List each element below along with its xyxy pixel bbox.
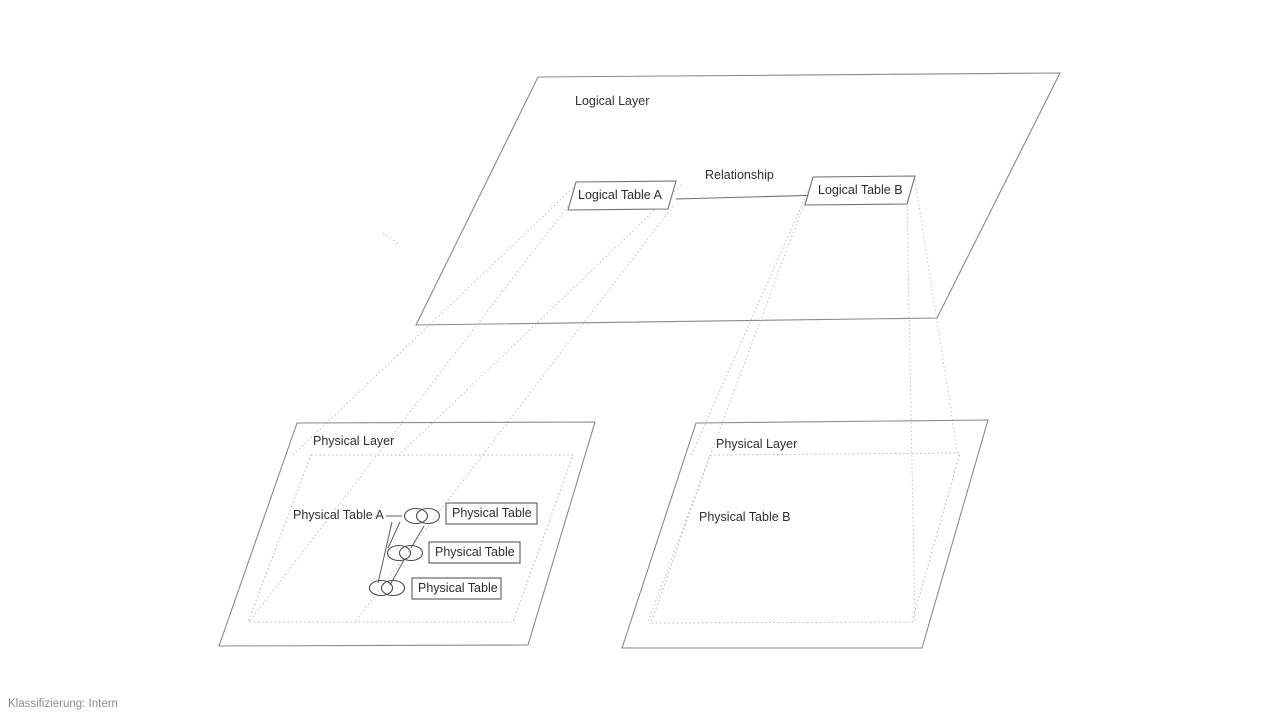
logical-layer-parallelogram [415,72,1061,326]
join-venn-icon-3[interactable] [368,579,406,597]
join-link-2 [387,521,401,549]
projection-lines-table-a [248,184,682,623]
join-venn-icon-3-left-circle [368,579,394,597]
logical-table-b-shape[interactable] [804,175,916,206]
projection-line-b-right-front [906,200,916,623]
logical-table-b-label: Logical Table B [818,183,903,197]
logical-table-a-label: Logical Table A [578,188,662,202]
projection-tick-a-stub [382,232,401,246]
projection-line-a-right-back [397,184,682,457]
join-venn-icon-1-right-circle [415,507,441,525]
logical-layer-plane [415,72,1061,326]
join-venn-icon-2-left-circle [386,544,412,562]
projection-lines-table-b [647,179,959,623]
join-link-1 [377,521,393,584]
join-venn-icon-2[interactable] [386,544,424,562]
join-venn-icon-3-right-circle [380,579,406,597]
physical-table-b-label: Physical Table B [699,510,791,524]
logical-table-a-node[interactable] [567,180,677,211]
physical-table-box-2[interactable] [428,541,521,564]
physical-table-a-label: Physical Table A [293,508,384,522]
physical-table-box-1[interactable] [445,502,538,525]
physical-layer-left-plane [218,421,596,647]
projection-line-b-left-back [690,179,814,457]
physical-layer-left-inner-parallelogram [247,454,574,623]
physical-table-box-3[interactable] [411,577,502,600]
projection-line-a-right-front [354,205,674,623]
join-venn-icon-1[interactable] [403,507,441,525]
projection-line-b-left-front [647,200,806,623]
logical-layer-label: Logical Layer [575,94,650,108]
join-venn-icon-1-left-circle [403,507,429,525]
physical-table-box-3-label: Physical Table [418,581,498,595]
physical-table-box-1-label: Physical Table [452,506,532,520]
physical-table-box-2-label: Physical Table [435,545,515,559]
join-venn-icon-2-right-circle [398,544,424,562]
physical-layer-right-label: Physical Layer [716,437,798,451]
logical-table-b-node[interactable] [804,175,916,206]
physical-layer-right-plane [621,419,989,649]
relationship-label: Relationship [705,168,774,182]
projection-line-a-left-front [248,205,569,623]
join-link-3 [410,525,425,549]
classification-footer: Klassifizierung: Intern [8,698,118,710]
logical-table-a-shape[interactable] [567,180,677,211]
physical-layer-right-inner-parallelogram [650,452,961,624]
join-tree [368,502,538,600]
projection-line-a-left-back [291,184,577,457]
physical-layer-right-parallelogram [621,419,989,649]
physical-layer-left-label: Physical Layer [313,434,395,448]
physical-layer-left-parallelogram [218,421,596,647]
